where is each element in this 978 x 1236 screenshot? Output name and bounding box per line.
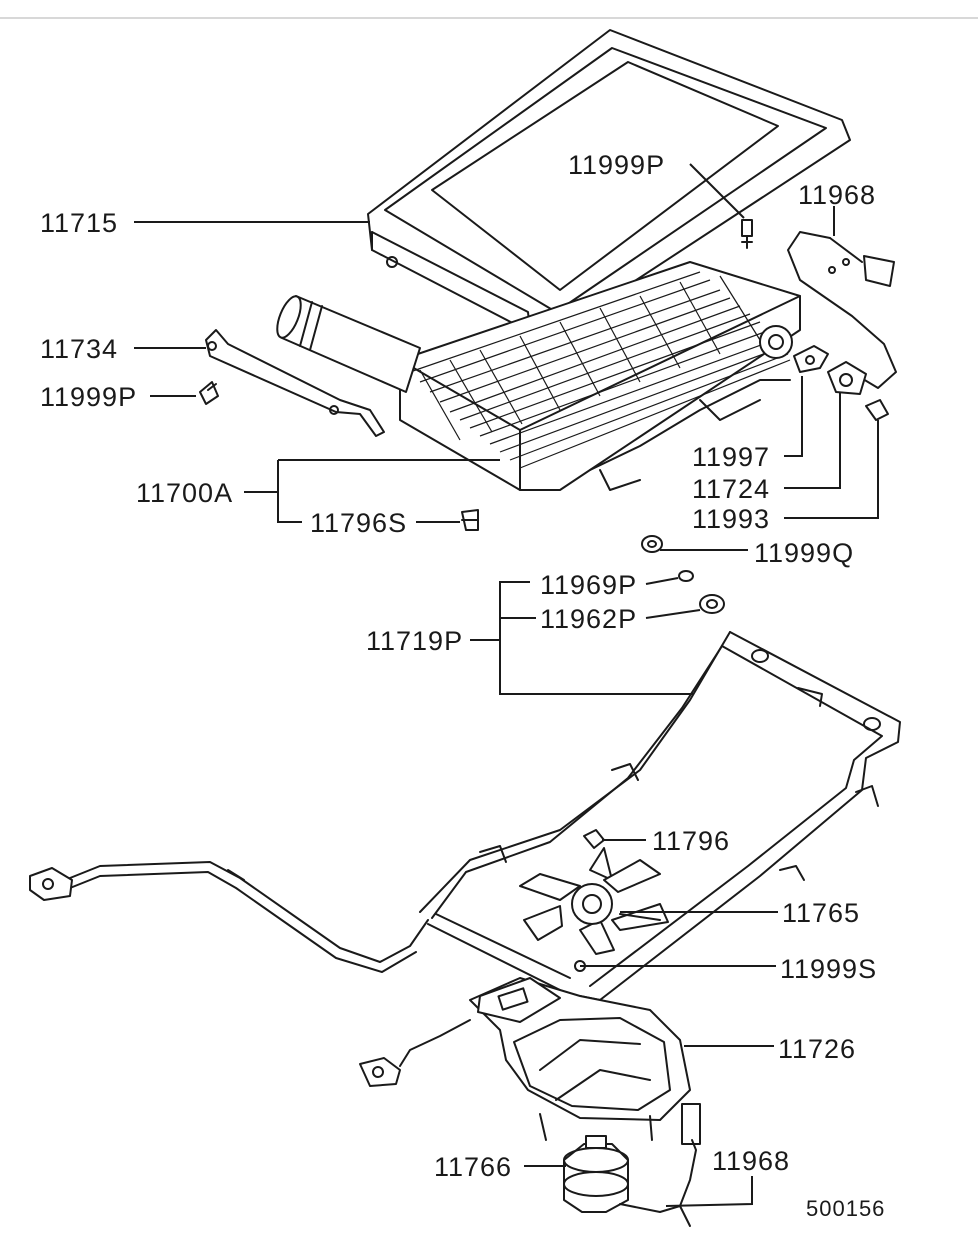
label-11969P: 11969P: [540, 570, 637, 600]
sensor-11724[interactable]: [827, 361, 867, 395]
label-11766: 11766: [434, 1152, 512, 1182]
grommet-11999Q[interactable]: [641, 535, 663, 553]
fan-11765[interactable]: [519, 847, 669, 955]
label-11796S: 11796S: [310, 508, 407, 538]
label-11968-top: 11968: [798, 180, 876, 210]
bolt-11999P-top[interactable]: [741, 219, 753, 249]
fan-shroud-11726[interactable]: [359, 977, 701, 1145]
nut-11969P[interactable]: [678, 570, 694, 582]
gasket-11997[interactable]: [793, 345, 829, 373]
label-11999P-left: 11999P: [40, 382, 137, 412]
label-11734: 11734: [40, 334, 118, 364]
intercooler-pipe[interactable]: [272, 293, 421, 393]
nut-11796[interactable]: [583, 829, 605, 849]
bolt-11999P-left[interactable]: [199, 381, 219, 405]
clip-11993[interactable]: [865, 399, 889, 421]
leader-lines: [134, 163, 879, 1207]
reference-code: 500156: [806, 1196, 885, 1221]
label-11700A: 11700A: [136, 478, 233, 508]
harness-left[interactable]: [29, 861, 429, 973]
label-11968-bottom: 11968: [712, 1146, 790, 1176]
fan-motor-11766[interactable]: [563, 1135, 697, 1227]
bracket-11734[interactable]: [205, 329, 385, 437]
intercooler-core[interactable]: [399, 261, 801, 491]
label-11999S: 11999S: [780, 954, 877, 984]
intercooler-cover[interactable]: [367, 29, 851, 333]
cooling-frame[interactable]: [419, 631, 901, 1001]
label-11726: 11726: [778, 1034, 856, 1064]
label-11724: 11724: [692, 474, 770, 504]
clip-11796S[interactable]: [461, 509, 479, 531]
label-11999P-top: 11999P: [568, 150, 665, 180]
label-11765: 11765: [782, 898, 860, 928]
grommet-11962P[interactable]: [699, 594, 725, 614]
label-11993: 11993: [692, 504, 770, 534]
label-11999Q: 11999Q: [754, 538, 854, 568]
label-11719P: 11719P: [366, 626, 463, 656]
part-labels: 11715 11999P 11968 11734 11999P 11700A 1…: [40, 150, 885, 1221]
label-11796: 11796: [652, 826, 730, 856]
label-11962P: 11962P: [540, 604, 637, 634]
label-11715: 11715: [40, 208, 118, 238]
label-11997: 11997: [692, 442, 770, 472]
harness-11968-top[interactable]: [787, 231, 897, 389]
